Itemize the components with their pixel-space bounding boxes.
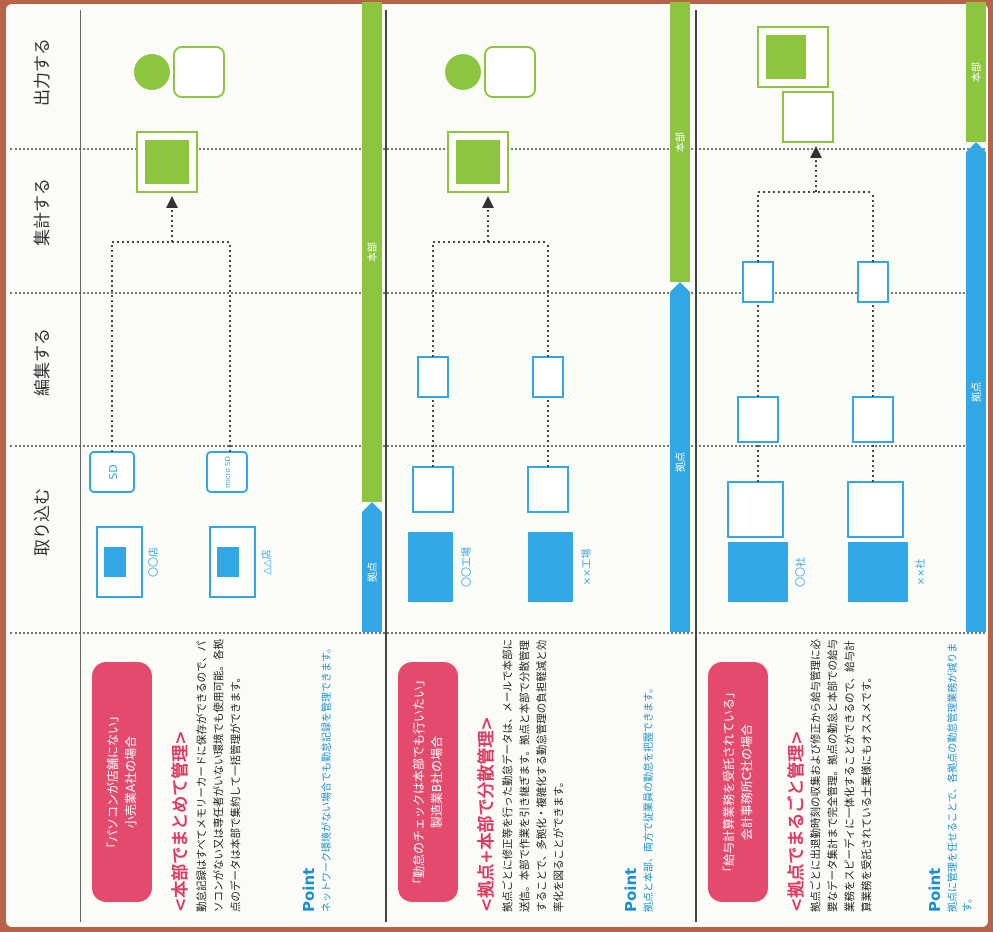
header-col4: 出力する	[33, 38, 53, 106]
case-badge: 「給与計算業務を受託されている」 会計事務所C社の場合	[708, 662, 768, 902]
laptop-icon	[447, 131, 509, 193]
sd-card-icon: SD	[89, 451, 135, 493]
bar-label-right: 本部	[674, 132, 687, 152]
case-badge: 「パソコンが店舗にない」 小売業A社の場合	[92, 662, 152, 902]
office-building-icon	[848, 542, 908, 602]
mail-icon	[532, 356, 564, 398]
timecard-machine-icon	[847, 481, 904, 538]
badge-line2: 会計事務所C社の場合	[740, 723, 754, 841]
badge-line1: 「給与計算業務を受託されている」	[722, 686, 736, 878]
bar-label-right: 本部	[970, 62, 983, 82]
office-tower-icon	[757, 26, 829, 88]
bar-label-left: 拠点	[674, 452, 687, 472]
badge-line1: 「パソコンが店舗にない」	[106, 710, 120, 855]
store-building-icon	[209, 526, 256, 598]
badge-line2: 製造業B社の場合	[430, 735, 444, 829]
mail-icon	[742, 261, 774, 303]
badge-line1: 「勤怠のチェックは本部でも行いたい」	[412, 674, 426, 891]
point-label: Point	[622, 867, 640, 912]
point-text: 拠点に管理を任せることで、各拠点の勤怠管理業務が減ります。	[948, 642, 974, 912]
point-label: Point	[300, 867, 318, 912]
site-label: 〇〇社	[794, 557, 807, 587]
panel-body: 拠点ごとに修正等を行った勤怠データは、メールで本部に送信。本部で作業を引き継ぎま…	[502, 639, 565, 912]
bar-label-left: 拠点	[970, 382, 983, 402]
flow-diagram: 拠点 本部 〇〇工場 ××工場	[408, 2, 690, 632]
factory-icon	[528, 532, 573, 602]
badge-line2: 小売業A社の場合	[124, 735, 138, 829]
site-label: △△店	[260, 549, 273, 574]
point-text: 拠点と本部、両方で従業員の勤怠を把握できます。	[644, 683, 655, 912]
panel-body: 勤怠記録はすべてメモリーカードに保存ができるので、パソコンがない又は専任者がいな…	[196, 639, 242, 912]
mail-icon	[417, 356, 449, 398]
panel-divider	[80, 10, 81, 922]
site-label: 〇〇工場	[460, 547, 473, 587]
site-label: ××社	[914, 559, 927, 586]
panel-title: <拠点でまるごと管理>	[787, 730, 807, 913]
pc-icon	[852, 396, 894, 443]
office-building-icon	[728, 542, 788, 602]
bar-label-left: 拠点	[366, 562, 379, 582]
flow-diagram: SD micro SD	[89, 2, 382, 632]
bar-label-right: 本部	[366, 242, 379, 262]
point-label: Point	[926, 867, 944, 912]
panel-divider	[385, 10, 387, 922]
laptop-icon	[136, 131, 198, 193]
panel-body: 拠点ごとに出退勤時刻の収集および修正から給与管理に必要なデータ集計まで完全管理。…	[810, 639, 873, 912]
card-label: SD	[107, 464, 120, 479]
store-building-icon	[96, 526, 143, 598]
microsd-card-icon: micro SD	[206, 451, 248, 493]
site-label: 〇〇店	[147, 547, 160, 577]
pc-icon	[737, 396, 779, 443]
header-col2: 編集する	[33, 328, 53, 396]
pc-icon	[527, 466, 569, 513]
panel-title: <本部でまとめて管理>	[171, 730, 191, 913]
card-label: micro SD	[224, 456, 232, 488]
timecard-machine-icon	[727, 481, 784, 538]
header-col3: 集計する	[33, 178, 53, 246]
point-text: ネットワーク環境がない場合でも勤怠記録を管理できます。	[322, 643, 333, 912]
panel-title: <拠点+本部で分散管理>	[477, 716, 497, 912]
pc-icon	[412, 466, 454, 513]
panel-divider	[695, 10, 697, 922]
factory-icon	[408, 532, 453, 602]
header-col1: 取り込む	[33, 488, 53, 556]
mail-icon	[857, 261, 889, 303]
site-label: ××工場	[580, 549, 593, 586]
case-badge: 「勤怠のチェックは本部でも行いたい」 製造業B社の場合	[398, 662, 458, 902]
person-icon	[445, 46, 536, 98]
person-icon	[134, 46, 225, 98]
flow-diagram: 拠点 本部 〇〇社 ××社	[727, 2, 986, 632]
laptop-icon	[782, 91, 834, 143]
